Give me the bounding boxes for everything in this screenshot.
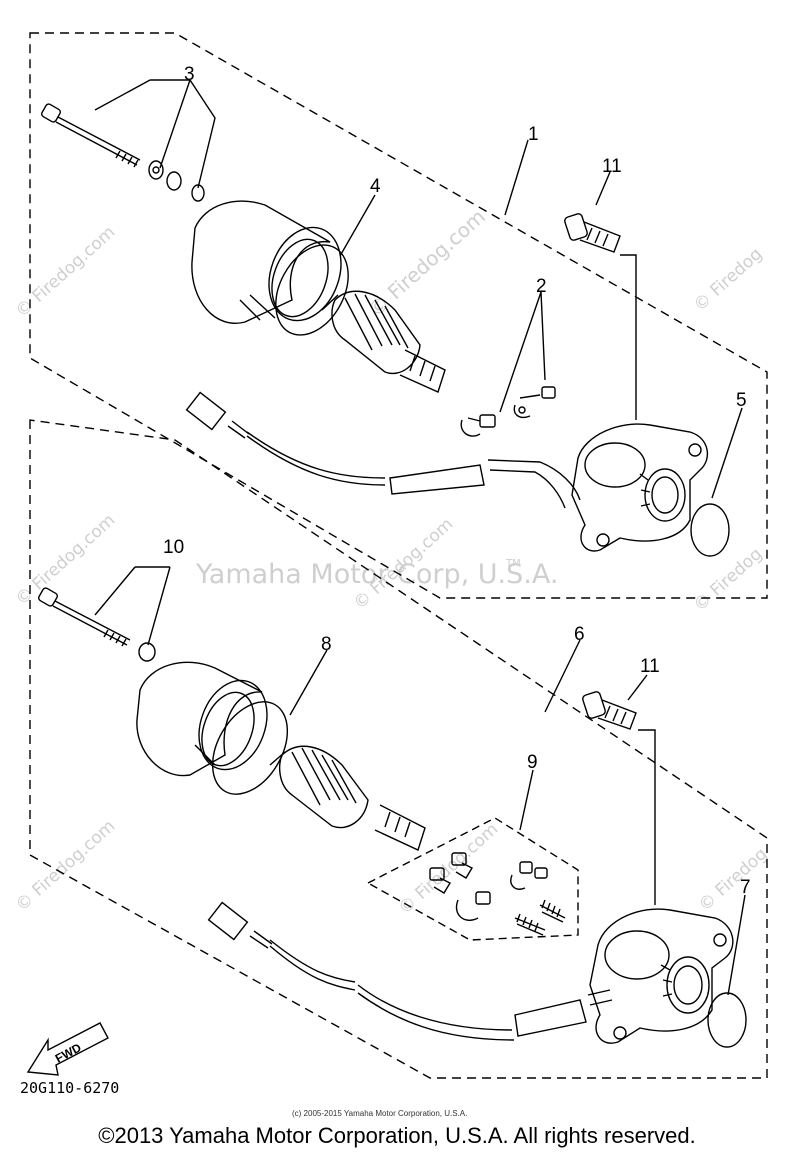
cable-upper: [185, 391, 581, 509]
watermark-firedog-left-low: © Firedog.com: [12, 816, 119, 915]
leader-11-top: [595, 171, 611, 206]
watermark-yamaha: Yamaha Motor Corp, U.S.A.: [195, 559, 558, 590]
leader-7: [727, 894, 746, 996]
oring-7: [707, 992, 747, 1048]
leader-11-bottom: [627, 674, 648, 701]
watermark-firedog-left-mid: © Firedog.com: [12, 510, 119, 609]
cable-lower: [207, 901, 613, 1041]
fwd-arrow-icon: [26, 1022, 109, 1076]
watermark-firedog-right-mid: © Firedog: [690, 544, 766, 616]
callout-2: 2: [536, 276, 547, 297]
yoke-lower: [136, 661, 268, 777]
leader-10: [94, 566, 171, 646]
callout-1: 1: [528, 124, 539, 145]
leader-9: [519, 769, 534, 831]
leader-housing-bottom: [638, 729, 656, 905]
leader-4: [339, 194, 376, 257]
upper-assembly-boundary: [29, 32, 768, 599]
callout-11-bottom: 11: [640, 656, 660, 677]
bolt-11-top: [564, 213, 621, 253]
leader-5: [711, 407, 743, 499]
callout-6: 6: [574, 624, 585, 645]
armature-upper: [321, 290, 446, 393]
washer-3a: [148, 160, 164, 180]
washer-10: [138, 642, 156, 662]
oring-5: [690, 503, 730, 557]
end-housing-upper: [571, 423, 709, 552]
oring-3: [191, 184, 205, 202]
diagram-code: 20G110-6270: [20, 1079, 119, 1097]
bolt-10: [37, 587, 131, 647]
washer-3b: [166, 171, 182, 191]
watermark-firedog-left-top: © Firedog.com: [12, 222, 119, 321]
watermark-firedog-main: © Firedog.com: [363, 204, 490, 321]
brush-kit-9: [429, 852, 566, 936]
callout-3: 3: [184, 64, 195, 85]
callout-10: 10: [163, 537, 184, 558]
armature-lower: [269, 745, 426, 851]
callout-9: 9: [527, 752, 538, 773]
callout-11-top: 11: [602, 156, 622, 177]
callout-4: 4: [370, 176, 381, 197]
lower-assembly-boundary: [29, 419, 768, 1079]
copyright-small: (c) 2005-2015 Yamaha Motor Corporation, …: [292, 1109, 467, 1118]
watermark-firedog-right-top: © Firedog: [690, 244, 766, 316]
leader-housing-top: [620, 254, 637, 420]
watermark-tm: TM: [505, 558, 521, 569]
bolt-11-bottom: [582, 691, 637, 730]
callout-8: 8: [321, 634, 332, 655]
callout-5: 5: [736, 390, 747, 411]
brush-holder-2b: [513, 386, 556, 419]
callout-layer: 1 2 3 4 5 6 7 8 9 10 11 11: [163, 64, 751, 898]
fwd-label: FWD: [53, 1040, 84, 1065]
leader-6: [544, 639, 581, 713]
copyright-footer: ©2013 Yamaha Motor Corporation, U.S.A. A…: [98, 1123, 696, 1148]
leader-8: [289, 649, 328, 716]
bolt-3: [40, 103, 141, 168]
watermark-firedog-right-low: © Firedog: [695, 844, 771, 916]
brush-kit-boundary: [366, 817, 579, 941]
leader-3: [94, 79, 216, 189]
brush-holder-2a: [460, 414, 496, 437]
end-housing-lower: [589, 908, 734, 1044]
drawing-layer: [26, 32, 768, 1079]
leader-2: [499, 291, 546, 413]
oring-4: [275, 244, 349, 336]
callout-7: 7: [740, 877, 751, 898]
oring-8: [211, 701, 289, 795]
leader-1: [504, 139, 529, 216]
yoke-upper: [191, 200, 342, 324]
